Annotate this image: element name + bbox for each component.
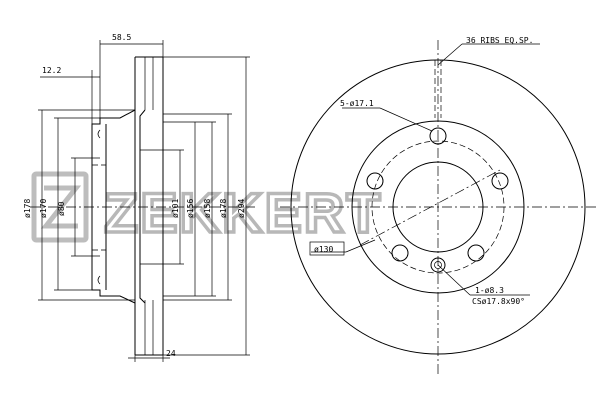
side-section-view: 58.5 12.2 24 ø178 ø170 ø80 ø101 ø156 ø15… [23, 33, 255, 362]
countersink-label: CSø17.8x90° [472, 297, 525, 306]
bolt-hole [491, 172, 509, 190]
bolt-hole [391, 244, 409, 262]
dim-dia-80: ø80 [57, 201, 66, 216]
small-hole-label: 1-ø8.3 [475, 286, 504, 295]
dim-thickness: 24 [166, 349, 176, 358]
brand-watermark-text: ZEKKERT [104, 181, 382, 244]
dim-dia-294: ø294 [237, 199, 246, 218]
bolt-hole [467, 244, 485, 262]
dim-dia-158: ø158 [203, 199, 212, 218]
dim-dia-156: ø156 [186, 199, 195, 218]
dim-total-width: 58.5 [112, 33, 131, 42]
dim-hub-offset: 12.2 [42, 66, 61, 75]
dim-dia-178-right: ø178 [219, 199, 228, 218]
dim-dia-101: ø101 [171, 199, 180, 218]
brand-watermark: ZEKKERT [31, 171, 382, 246]
dim-dia-170: ø170 [39, 199, 48, 218]
dim-dia-178-left: ø178 [23, 199, 32, 218]
pcd-label: ø130 [314, 245, 333, 254]
front-view: 36 RIBS EQ.SP. 5-ø17.1 ø130 1-ø8.3 CSø17… [280, 36, 596, 375]
bolt-hole [366, 172, 384, 190]
bolt-holes-label: 5-ø17.1 [340, 99, 374, 108]
ribs-label: 36 RIBS EQ.SP. [466, 36, 533, 45]
pcd-label-box [309, 241, 345, 256]
